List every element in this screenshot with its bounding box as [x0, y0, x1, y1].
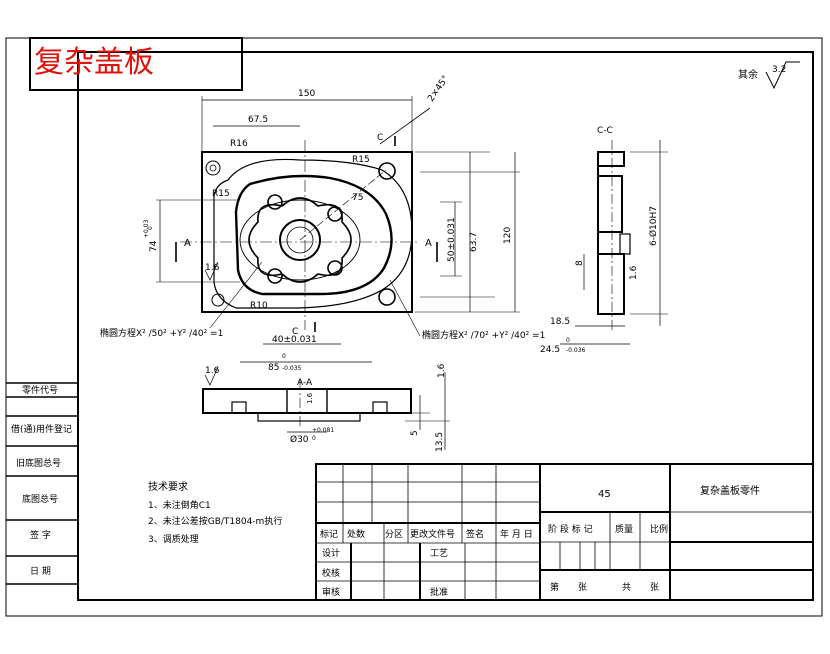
- section-label-a-left: A: [184, 238, 191, 249]
- tb-material: 45: [598, 489, 611, 500]
- tb-sheet-unit-2: 张: [650, 582, 659, 593]
- tech-req-heading: 技术要求: [148, 480, 188, 493]
- tech-req-item-1: 1、未注倒角C1: [148, 499, 211, 511]
- dim-30-tol-low: 0: [312, 435, 316, 442]
- section-c-c: [560, 140, 668, 345]
- side-part-code: 零件代号: [22, 384, 58, 396]
- tb-header-count: 处数: [347, 528, 365, 540]
- dim-85-tol-low: -0.035: [282, 365, 302, 372]
- dim-24-5-tol-low: -0.036: [566, 347, 586, 354]
- tb-role-check: 校核: [322, 567, 340, 579]
- dim-1-6-right: 1.6: [437, 363, 447, 378]
- tb-role-approve: 批准: [430, 586, 448, 598]
- outer-frame: [5, 37, 823, 617]
- side-column: [6, 382, 78, 585]
- dim-120: 120: [503, 227, 513, 244]
- section-a-a: [202, 372, 450, 450]
- dim-150: 150: [298, 89, 315, 99]
- tb-header-zone: 分区: [385, 529, 403, 540]
- title-box: [29, 37, 243, 91]
- tb-header-date: 年 月 日: [500, 528, 533, 540]
- dim-2x45: 2×45°: [426, 74, 451, 104]
- dim-24-5: 24.5: [540, 345, 560, 355]
- tb-scale: 比例: [650, 523, 668, 535]
- tb-sheet-no: 第: [550, 581, 559, 593]
- title-block: [315, 463, 814, 601]
- tb-sheet-total: 共: [622, 582, 631, 593]
- dim-24-5-tol: 0: [566, 337, 570, 344]
- dim-75: 75: [352, 193, 363, 203]
- roughness-label: 其余: [738, 68, 758, 81]
- side-date: 日 期: [30, 566, 51, 577]
- dim-63-7: 63.7: [469, 232, 479, 252]
- dim-8: 8: [575, 260, 585, 266]
- dim-r15-top: R15: [352, 155, 370, 165]
- dim-30-tol: +0.081: [312, 427, 334, 434]
- side-old-base: 旧底图总号: [16, 457, 61, 469]
- dim-r16: R16: [230, 139, 248, 149]
- side-base-total: 底图总号: [22, 493, 58, 505]
- dim-5: 5: [410, 430, 420, 436]
- section-label-a-a: A-A: [297, 378, 313, 388]
- tech-req-item-2: 2、未注公差按GB/T1804-m执行: [148, 515, 282, 527]
- dim-r10: R10: [250, 301, 268, 311]
- tb-role-review: 审核: [322, 586, 340, 598]
- dim-r15-left: R15: [212, 189, 230, 199]
- dim-67-5: 67.5: [248, 115, 268, 125]
- tb-part-name: 复杂盖板零件: [700, 484, 760, 497]
- dim-85: 85: [268, 363, 279, 373]
- dim-13-5: 13.5: [435, 432, 445, 452]
- section-label-c-top: C: [377, 133, 383, 143]
- dim-74-tol-low: 0: [147, 226, 154, 230]
- section-label-c-bottom: C: [292, 327, 298, 337]
- dim-6x10h7: 6-Ø10H7: [648, 206, 659, 246]
- section-label-c-c: C-C: [597, 126, 613, 136]
- side-borrowed-reg: 借(通)用件登记: [11, 423, 72, 435]
- drawing-title: 复杂盖板: [34, 45, 154, 80]
- tb-mass: 质量: [615, 523, 633, 535]
- ellipse-note-left: 椭圆方程X² /50² +Y² /40² =1: [100, 327, 223, 339]
- tb-header-mark: 标记: [320, 528, 338, 540]
- dim-74-tol: +0.03: [143, 219, 150, 238]
- dim-18-5: 18.5: [550, 317, 570, 327]
- dim-40: 40±0.031: [272, 335, 317, 345]
- dim-30: Ø30: [290, 434, 309, 445]
- section-label-a-right: A: [425, 238, 432, 249]
- ellipse-note-right: 椭圆方程X² /70² +Y² /40² =1: [422, 329, 545, 341]
- tb-role-design: 设计: [322, 547, 340, 559]
- roughness-symbol: 3.2: [765, 61, 800, 90]
- dim-74: 74: [149, 240, 159, 252]
- side-signature: 签 字: [30, 529, 51, 541]
- tb-header-change-doc: 更改文件号: [410, 528, 455, 540]
- tb-stage-mark: 阶 段 标 记: [548, 523, 593, 535]
- tb-header-sign: 签名: [466, 528, 484, 540]
- top-view: [156, 96, 520, 386]
- tech-req-item-3: 3、调质处理: [148, 533, 199, 545]
- dim-85-tol: 0: [282, 353, 286, 360]
- dim-1-6-front: 1.6: [205, 366, 220, 376]
- roughness-value: 3.2: [772, 65, 786, 75]
- dim-50: 50±0.031: [447, 217, 457, 262]
- tb-sheet-unit-1: 张: [578, 582, 587, 593]
- dim-1-6-cc: 1.6: [629, 265, 639, 280]
- tb-role-process: 工艺: [430, 548, 448, 559]
- dim-1-6-bore: 1.6: [306, 392, 314, 404]
- dim-1-6-left: 1.6: [205, 263, 220, 273]
